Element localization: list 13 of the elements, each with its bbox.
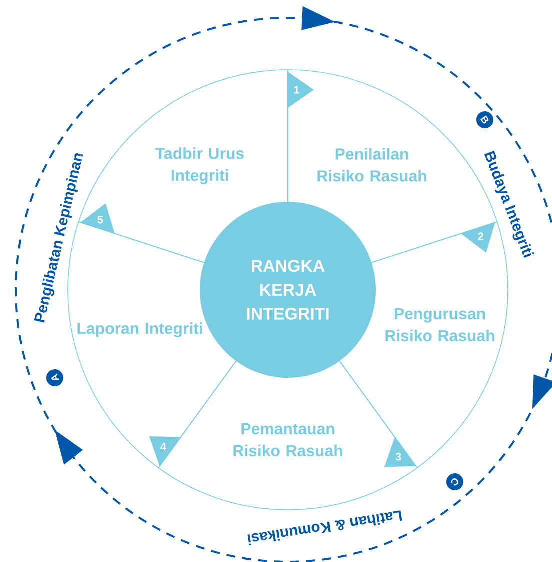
flag: 1 [288,72,314,108]
flag: 5 [80,203,115,234]
ring-label: Latihan & Komunikasi [248,510,402,546]
letter-badge: B [476,112,494,128]
segment-label: Pemantauan Risiko Rasuah [234,423,342,457]
letter-badge: C [446,474,464,490]
flag: 2 [461,222,496,253]
segment-label: Laporan Integriti [78,322,202,338]
flag: 3 [384,437,416,468]
flag: 4 [149,436,182,466]
letter-badge: A [46,370,64,386]
segment-label: Penilailan Risiko Rasuah [318,148,426,182]
segment-label: Tadbir Urus Integriti [156,148,244,184]
